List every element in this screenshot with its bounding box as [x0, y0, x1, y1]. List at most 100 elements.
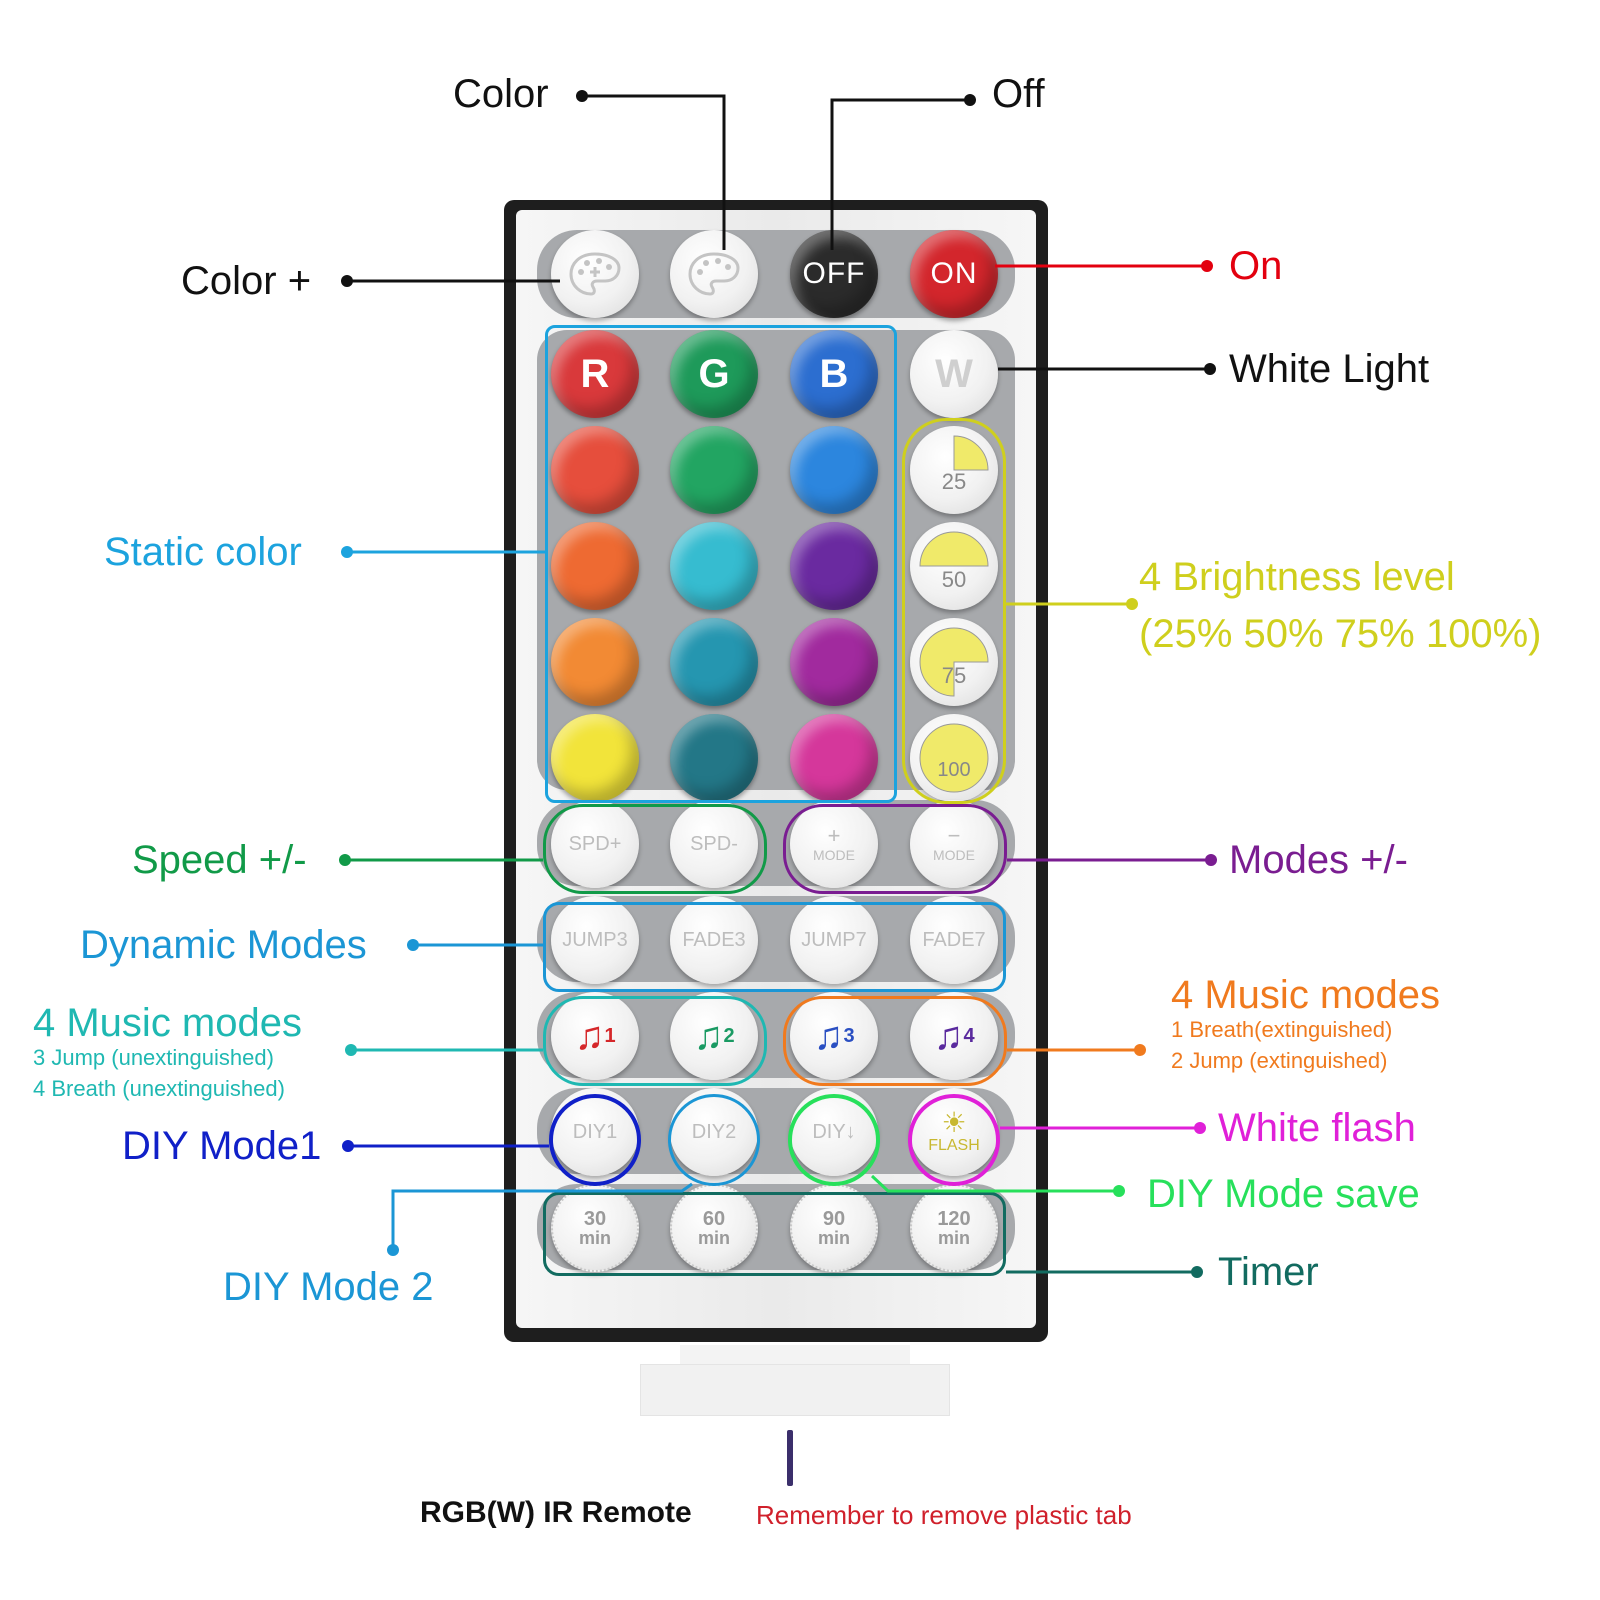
- brightness-25-label: 25: [941, 469, 967, 494]
- fade7-button[interactable]: FADE7: [910, 896, 998, 984]
- brightness-75-pie: [919, 627, 989, 697]
- music-right-title: 4 Music modes: [1171, 973, 1440, 1017]
- off-button[interactable]: OFF: [790, 230, 878, 318]
- blue-button-label: B: [819, 351, 849, 396]
- color-button-r4c1[interactable]: [551, 618, 639, 706]
- diy-save-connector: [870, 1174, 1119, 1193]
- flash-ring: [908, 1094, 1000, 1186]
- modes-dot: [1205, 854, 1217, 866]
- static-color-label: Static color: [104, 530, 302, 574]
- mode-plus-label: MODE: [813, 847, 855, 863]
- on-dot: [1201, 260, 1213, 272]
- color-button[interactable]: [670, 230, 758, 318]
- timer-90-label: 90: [822, 1208, 846, 1230]
- off-connector: [830, 98, 970, 250]
- timer-90-unit: min: [817, 1228, 850, 1248]
- blue-button[interactable]: B: [790, 330, 878, 418]
- speed-bracket: [543, 804, 767, 894]
- timer-label: Timer: [1218, 1250, 1319, 1294]
- color-button-r5c2[interactable]: [670, 714, 758, 802]
- brightness-50-button[interactable]: 50: [910, 522, 998, 610]
- color-button-r3c3[interactable]: [790, 522, 878, 610]
- off-button-label: OFF: [802, 257, 866, 290]
- green-button[interactable]: G: [670, 330, 758, 418]
- speed-label: Speed +/-: [132, 838, 307, 882]
- mode-minus-label: MODE: [933, 847, 975, 863]
- color-button-r3c1[interactable]: [551, 522, 639, 610]
- tab-pull-line: [787, 1430, 793, 1486]
- dynamic-modes-bracket: [543, 902, 1006, 992]
- music-left-line1: 3 Jump (unextinguished): [33, 1045, 274, 1070]
- timer-60-unit: min: [697, 1228, 730, 1248]
- timer-120-unit: min: [937, 1228, 970, 1248]
- color-button-r4c3[interactable]: [790, 618, 878, 706]
- timer-30-label: 30: [583, 1208, 607, 1230]
- music3-label: 3: [843, 1024, 855, 1047]
- color-button-r3c2[interactable]: [670, 522, 758, 610]
- mode-plus-sign: +: [827, 823, 841, 848]
- on-label: On: [1229, 244, 1283, 288]
- fade3-button[interactable]: FADE3: [670, 896, 758, 984]
- color-label: Color: [453, 72, 549, 116]
- music1-label: 1: [604, 1024, 616, 1047]
- plastic-tab[interactable]: [640, 1364, 950, 1416]
- brightness-title: 4 Brightness level: [1139, 555, 1455, 599]
- timer-120-button[interactable]: 120 min: [910, 1184, 998, 1272]
- color-button-r2c3[interactable]: [790, 426, 878, 514]
- fade3-label: FADE3: [682, 928, 746, 951]
- music-right-line1: 1 Breath(extinguished): [1171, 1017, 1393, 1042]
- music-left-line2: 4 Breath (unextinguished): [33, 1076, 285, 1101]
- diy1-dot: [342, 1140, 354, 1152]
- music-note-icon: ♫: [693, 1013, 724, 1058]
- color-plus-button[interactable]: [551, 230, 639, 318]
- palette-plus-icon: [569, 252, 621, 296]
- music-right-bracket: [783, 996, 1007, 1086]
- white-button-label: W: [935, 351, 973, 396]
- diy-mode-save-label: DIY Mode save: [1147, 1172, 1420, 1216]
- music-right-dot: [1134, 1044, 1146, 1056]
- color-connector: [582, 94, 726, 250]
- color-button-r2c1[interactable]: [551, 426, 639, 514]
- diy-mode1-label: DIY Mode1: [122, 1124, 322, 1168]
- timer-bracket: [543, 1192, 1006, 1276]
- jump3-button[interactable]: JUMP3: [551, 896, 639, 984]
- color-button-r2c2[interactable]: [670, 426, 758, 514]
- brightness-75-button[interactable]: 75: [910, 618, 998, 706]
- plastic-tab-top: [680, 1345, 910, 1365]
- mode-minus-sign: −: [947, 823, 961, 848]
- red-button[interactable]: R: [551, 330, 639, 418]
- color-button-r4c2[interactable]: [670, 618, 758, 706]
- white-button[interactable]: W: [910, 330, 998, 418]
- diy-save-ring: [788, 1094, 880, 1186]
- dynamic-modes-dot: [407, 939, 419, 951]
- diy-save-dot: [1113, 1185, 1125, 1197]
- green-button-label: G: [698, 351, 730, 396]
- static-color-bracket: [545, 325, 897, 803]
- timer-90-button[interactable]: 90 min: [790, 1184, 878, 1272]
- jump7-label: JUMP7: [801, 928, 867, 951]
- jump7-button[interactable]: JUMP7: [790, 896, 878, 984]
- brightness-bracket: [902, 418, 1006, 804]
- on-button-label: ON: [930, 257, 978, 290]
- modes-label: Modes +/-: [1229, 838, 1408, 882]
- color-button-r5c1[interactable]: [551, 714, 639, 802]
- palette-icon: [688, 252, 740, 296]
- timer-30-button[interactable]: 30 min: [551, 1184, 639, 1272]
- speed-minus-label: SPD-: [690, 832, 738, 855]
- timer-dot: [1191, 1266, 1203, 1278]
- diy2-dot: [387, 1244, 399, 1256]
- color-plus-dot: [341, 275, 353, 287]
- music-note-icon: ♫: [933, 1013, 964, 1058]
- fade7-label: FADE7: [922, 928, 986, 951]
- color-button-r5c3[interactable]: [790, 714, 878, 802]
- brightness-50-pie: [919, 531, 989, 567]
- color-dot: [576, 90, 588, 102]
- diy1-ring: [549, 1094, 641, 1186]
- off-dot: [964, 94, 976, 106]
- on-button[interactable]: ON: [910, 230, 998, 318]
- music-left-title: 4 Music modes: [33, 1001, 302, 1045]
- white-flash-label: White flash: [1218, 1106, 1416, 1150]
- static-color-dot: [341, 546, 353, 558]
